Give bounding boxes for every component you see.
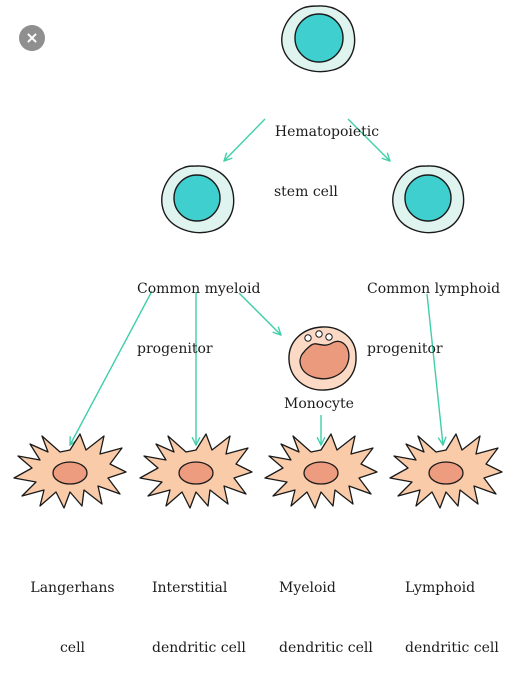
diagram-svg: [13, 5, 503, 509]
diagram-canvas: Hematopoietic stem cell Common myeloid p…: [0, 0, 520, 586]
langerhans-label: Langerhans cell: [15, 538, 130, 698]
myeloid-progenitor-label: Common myeloid progenitor: [137, 239, 260, 399]
lymphoid-dc-label-line1: Lymphoid: [405, 580, 476, 596]
lymphoid-dc-icon: [389, 433, 503, 509]
myeloid-progenitor-icon: [161, 165, 235, 234]
stem-cell-label-line1: Hematopoietic: [274, 124, 380, 140]
langerhans-label-line2: cell: [59, 640, 86, 656]
myeloid-dc-icon: [264, 433, 378, 509]
interstitial-label-line2: dendritic cell: [152, 640, 246, 656]
arrows: [70, 118, 443, 445]
langerhans-label-line1: Langerhans: [30, 580, 115, 596]
myeloid-dc-label-line2: dendritic cell: [279, 640, 373, 656]
stem-cell-label: Hematopoietic stem cell: [262, 82, 392, 242]
monocyte-label: Monocyte: [284, 396, 354, 412]
langerhans-cell-icon: [13, 433, 127, 509]
lymphoid-dc-label-line2: dendritic cell: [405, 640, 499, 656]
lymphoid-progenitor-label-line1: Common lymphoid: [367, 281, 501, 297]
myeloid-dc-label: Myeloid dendritic cell: [279, 538, 373, 698]
arrow-myeloid-to-monocyte: [238, 292, 281, 335]
monocyte-icon: [288, 326, 357, 391]
arrow-stem-to-myeloid: [224, 118, 266, 161]
lymphoid-progenitor-label-line2: progenitor: [367, 341, 443, 357]
interstitial-label-line1: Interstitial: [152, 580, 228, 596]
myeloid-dc-label-line1: Myeloid: [279, 580, 336, 596]
lymphoid-dc-label: Lymphoid dendritic cell: [405, 538, 499, 698]
interstitial-label: Interstitial dendritic cell: [152, 538, 246, 698]
myeloid-progenitor-label-line2: progenitor: [137, 341, 213, 357]
myeloid-progenitor-label-line1: Common myeloid: [137, 281, 261, 297]
interstitial-dc-icon: [139, 433, 253, 509]
stem-cell-icon: [281, 5, 356, 73]
lymphoid-progenitor-icon: [392, 165, 465, 234]
lymphoid-progenitor-label: Common lymphoid progenitor: [367, 239, 500, 399]
arrow-myeloid-to-langerhans: [70, 290, 153, 445]
arrow-lymphoid-to-lymphoid-dc: [426, 293, 443, 445]
close-button[interactable]: [19, 25, 45, 51]
arrow-stem-to-lymphoid: [347, 118, 390, 161]
stem-cell-label-line2: stem cell: [274, 184, 338, 200]
